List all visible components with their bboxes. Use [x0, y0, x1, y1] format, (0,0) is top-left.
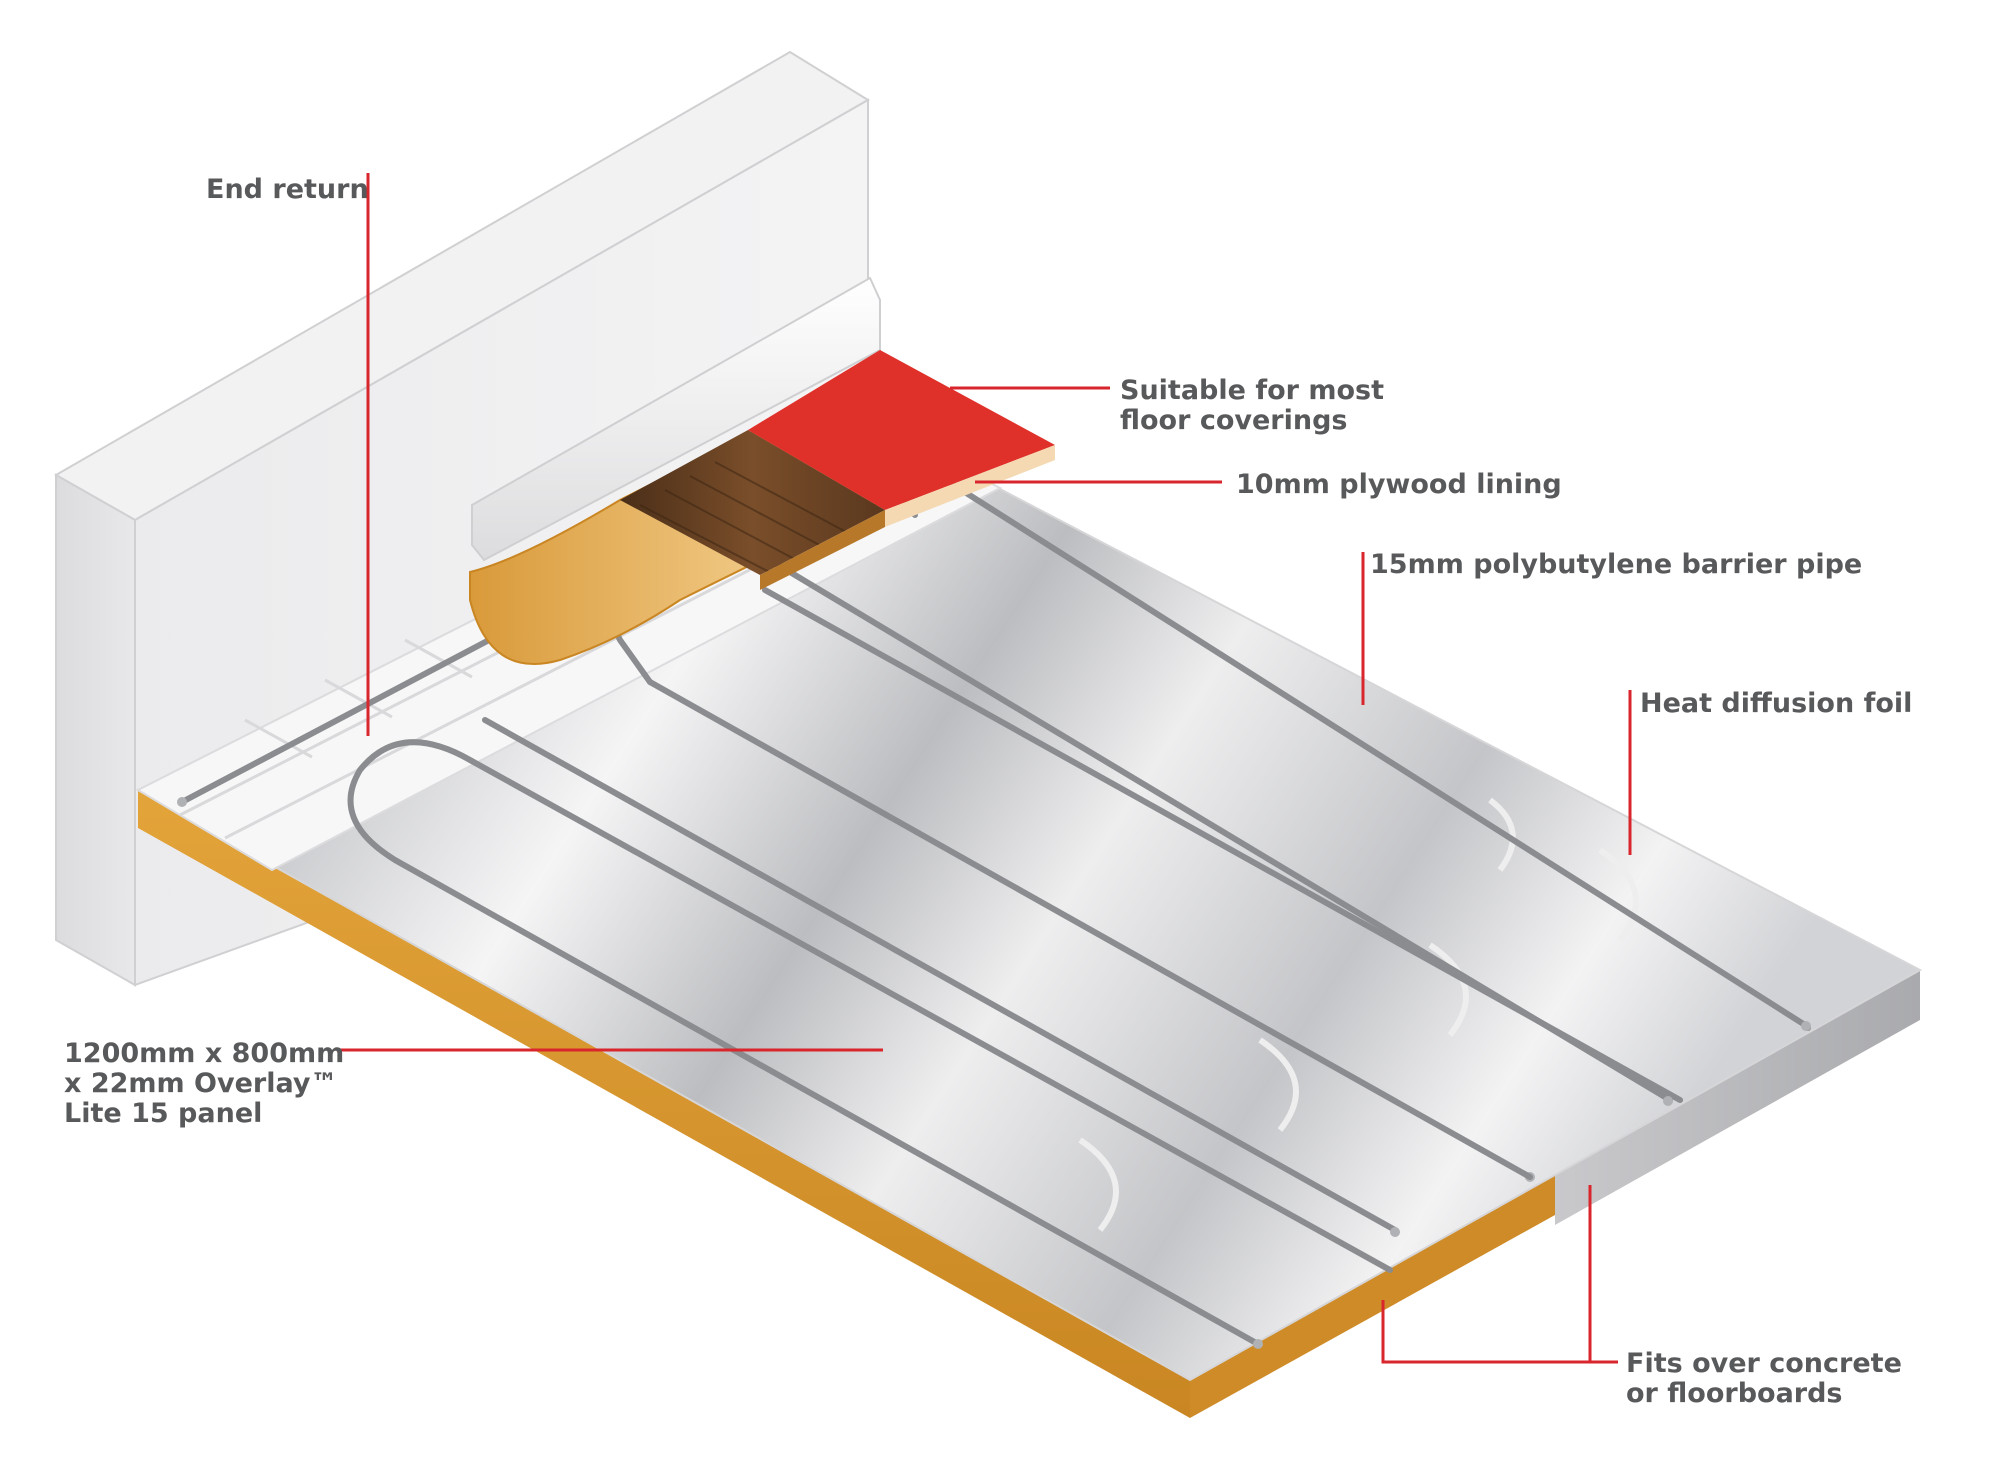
wood-flooring	[620, 430, 885, 575]
labels: End return Suitable for most floor cover…	[64, 174, 1912, 1409]
label-fits-over-line1: Fits over concrete	[1626, 1348, 1902, 1379]
leader-fits-over	[1381, 1185, 1592, 1364]
label-end-return: End return	[206, 174, 369, 205]
end-arc-channels	[1078, 797, 1639, 1232]
pipe-ends	[177, 797, 1811, 1349]
label-panel-line3: Lite 15 panel	[64, 1098, 262, 1129]
leader-lines	[338, 173, 1632, 1364]
label-plywood: 10mm plywood lining	[1236, 469, 1562, 500]
label-panel-line2: x 22mm Overlay™	[64, 1068, 337, 1099]
label-floor-coverings-line1: Suitable for most	[1120, 375, 1384, 406]
label-pipe: 15mm polybutylene barrier pipe	[1370, 549, 1862, 580]
label-foil: Heat diffusion foil	[1640, 688, 1912, 719]
panel-base-edge-right	[1190, 1175, 1555, 1418]
label-fits-over-line2: or floorboards	[1626, 1378, 1843, 1409]
label-floor-coverings-line2: floor coverings	[1120, 405, 1347, 436]
panel-side-foil	[1555, 970, 1920, 1225]
red-floor-covering	[748, 350, 1055, 510]
label-panel-line1: 1200mm x 800mm	[64, 1038, 344, 1069]
floor-covering-cutaway	[469, 276, 1055, 665]
panel-base-edge-front	[138, 790, 1190, 1418]
